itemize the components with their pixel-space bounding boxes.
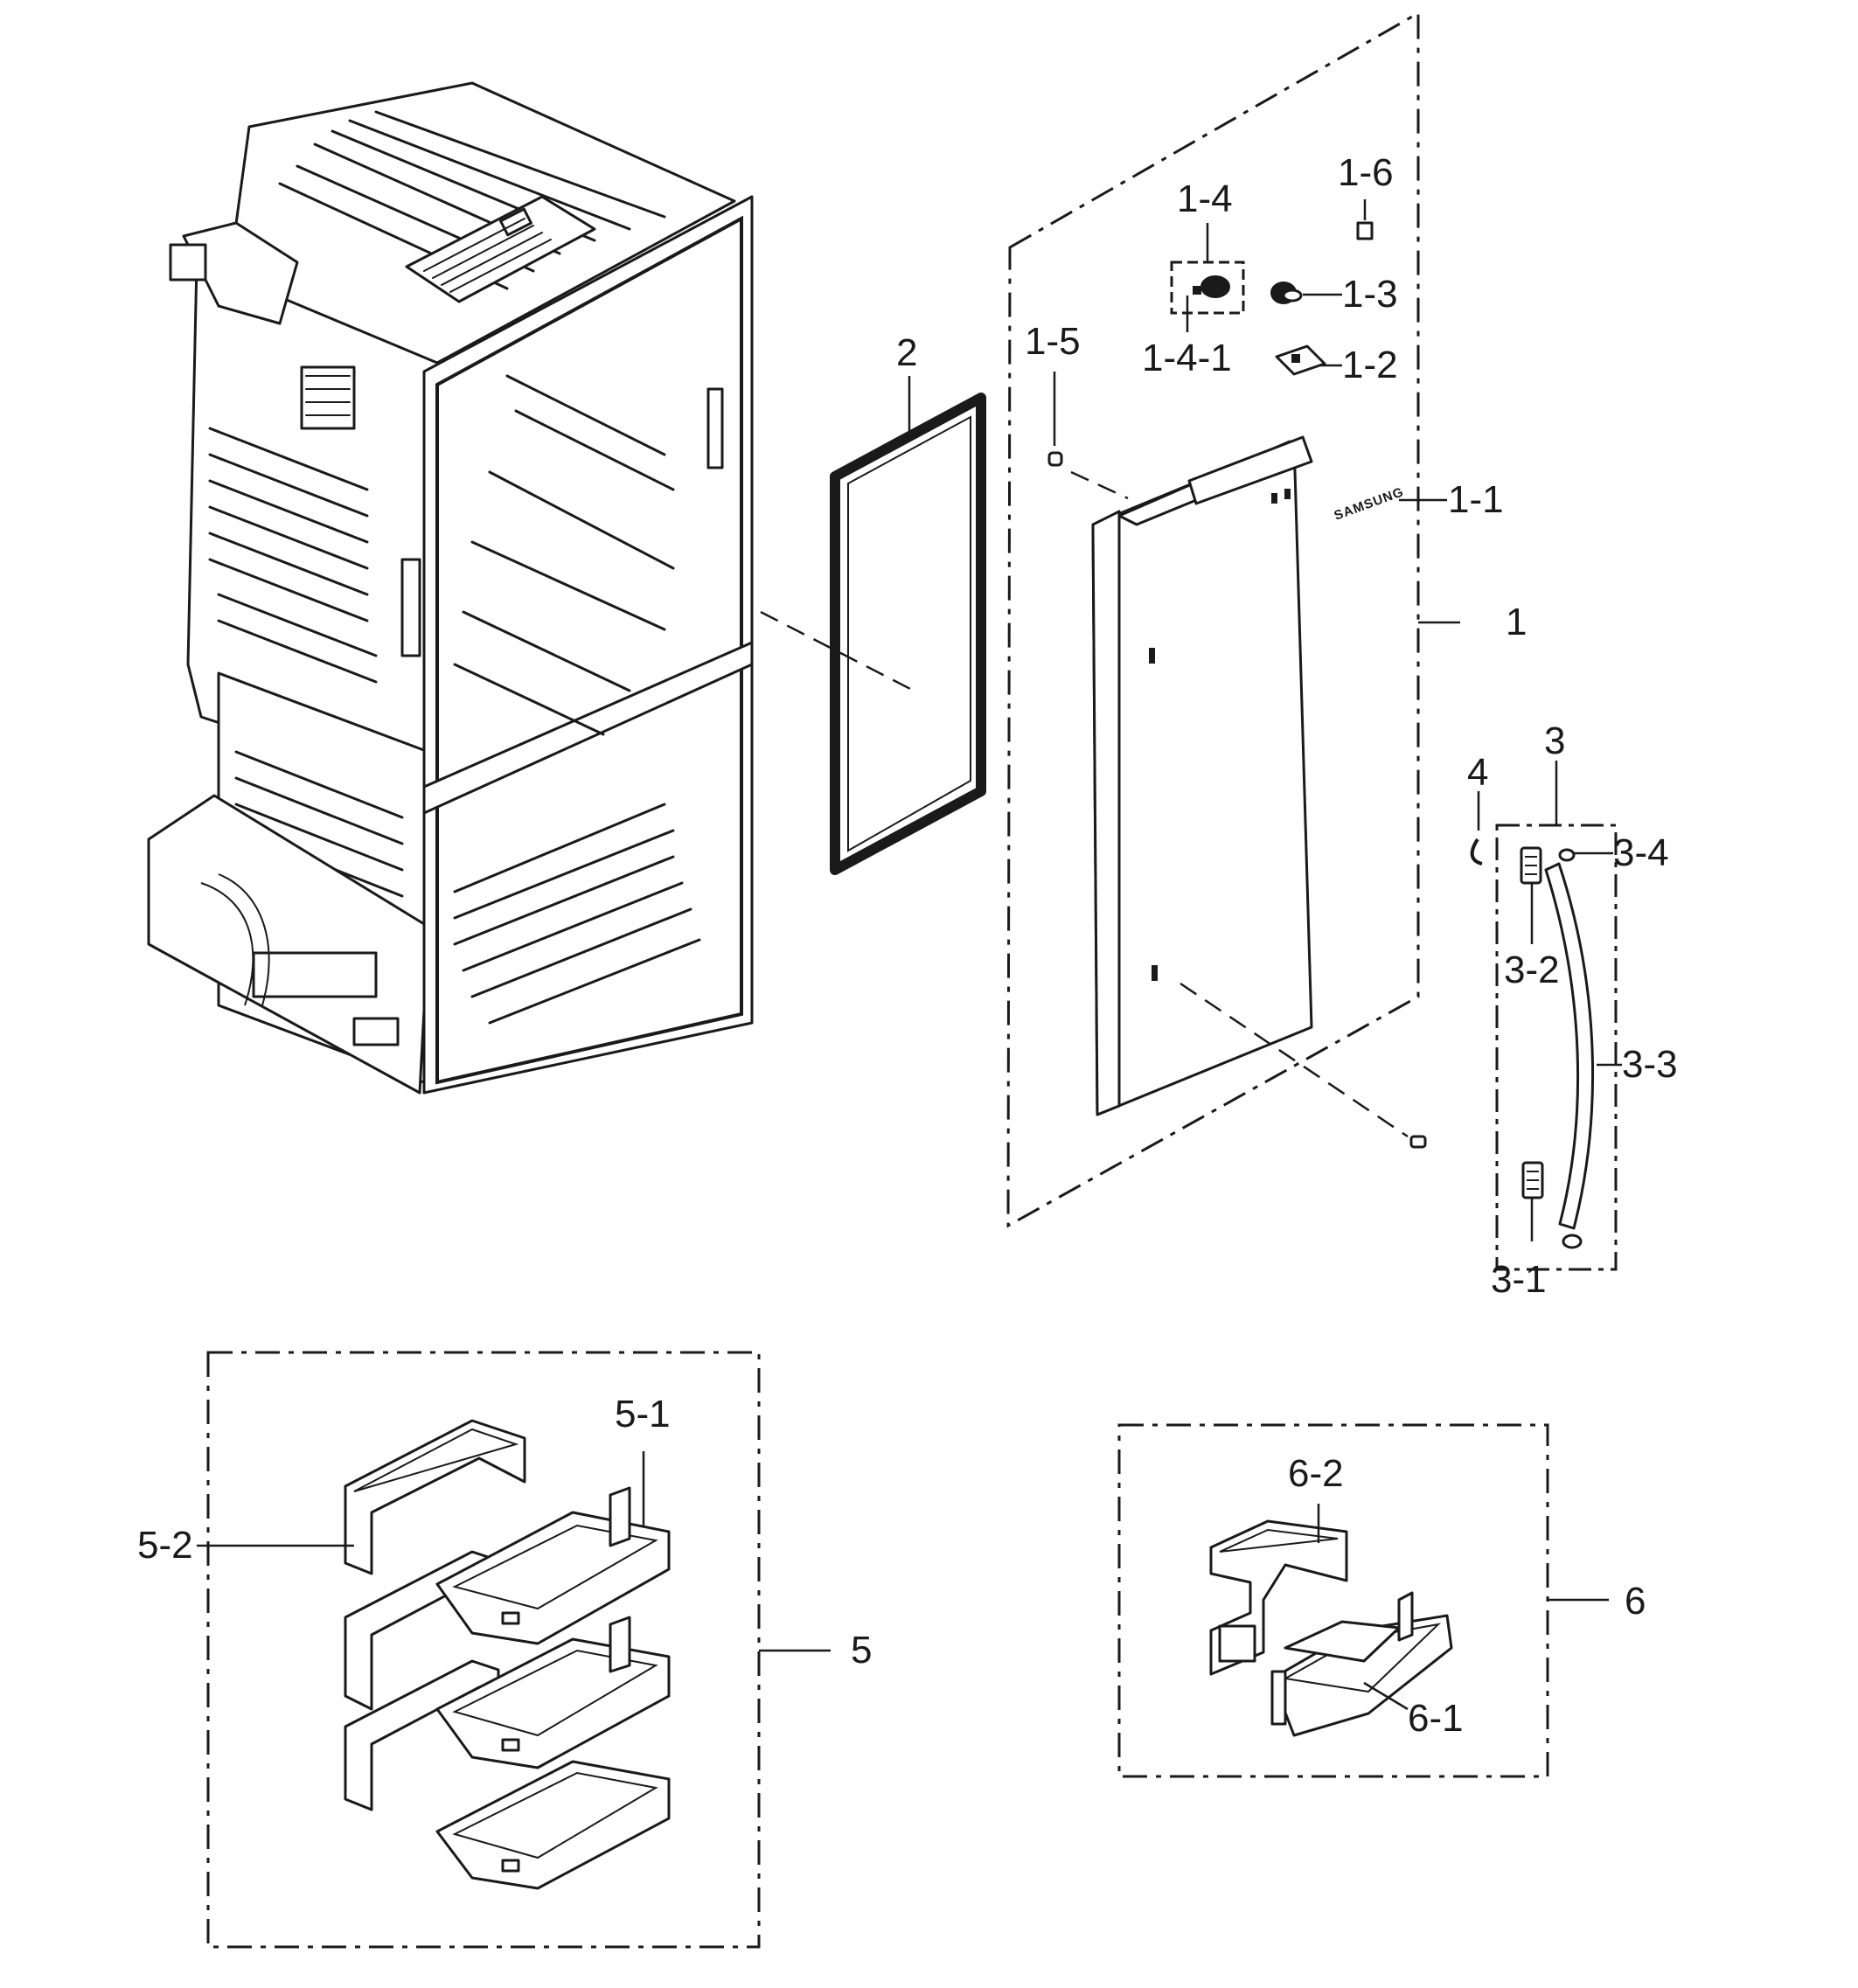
part-5-1-door-bin-top (435, 1486, 671, 1645)
part-1-5-cap (1047, 451, 1063, 467)
part-5-2-bin-guard-top (344, 1419, 526, 1575)
door-assembly-boundary (1006, 10, 1420, 1228)
callout-3: 3 (1544, 719, 1565, 762)
callout-4: 4 (1467, 751, 1488, 794)
callout-1-2: 1-2 (1342, 344, 1398, 386)
part-5-1-door-bin-middle (435, 1616, 671, 1769)
callout-1-5: 1-5 (1025, 320, 1081, 363)
callout-1-1: 1-1 (1448, 478, 1504, 521)
part-1-4-hinge-cap (1193, 275, 1230, 298)
callout-2: 2 (896, 331, 917, 374)
door-bottom-alignment-line (1180, 982, 1409, 1138)
brand-badge-text: SAMSUNG (1333, 484, 1406, 524)
callout-5-2: 5-2 (137, 1524, 193, 1567)
part-1-2-bracket (1275, 344, 1326, 376)
callout-3-3: 3-3 (1622, 1043, 1678, 1086)
callout-1-6: 1-6 (1338, 151, 1394, 194)
door-bin-set-boundary (206, 1351, 761, 1949)
callout-5-1: 5-1 (615, 1393, 671, 1435)
callout-6-1: 6-1 (1408, 1697, 1464, 1740)
callout-6-2: 6-2 (1288, 1452, 1344, 1495)
part-1-6-clip (1356, 221, 1374, 240)
door-bottom-screw (1409, 1135, 1427, 1149)
callout-1-4: 1-4 (1177, 177, 1233, 220)
part-1-3-cover (1270, 282, 1303, 304)
callout-3-1: 3-1 (1491, 1258, 1547, 1301)
door-top-alignment-line (1070, 470, 1129, 500)
part-5-1-door-bin-bottom (435, 1760, 671, 1890)
part-6-2-bin-guard (1209, 1519, 1348, 1676)
part-4-clip (1470, 838, 1483, 865)
part-3-3-handle-bar (1544, 862, 1595, 1230)
callout-1: 1 (1506, 601, 1527, 643)
part-3-2-upper-bracket (1520, 846, 1542, 885)
part-3-1-lower-bracket (1521, 1161, 1544, 1199)
refrigerator-door (1091, 435, 1313, 1116)
door-gasket (830, 393, 986, 875)
callout-6-1-leader (1363, 1681, 1409, 1711)
callout-6: 6 (1625, 1580, 1646, 1623)
callout-1-4-1: 1-4-1 (1142, 337, 1232, 379)
part-6-1-dairy-bin (1270, 1591, 1453, 1737)
part-3-4-bottom-cap (1562, 1234, 1583, 1249)
callout-1-3: 1-3 (1342, 273, 1398, 316)
refrigerator-cabinet (147, 81, 754, 1095)
callout-5: 5 (851, 1629, 872, 1672)
callout-3-4: 3-4 (1613, 831, 1669, 874)
handle-assembly-boundary (1495, 824, 1618, 1271)
part-3-4-end-cap (1558, 848, 1576, 862)
callout-3-2: 3-2 (1504, 949, 1560, 991)
